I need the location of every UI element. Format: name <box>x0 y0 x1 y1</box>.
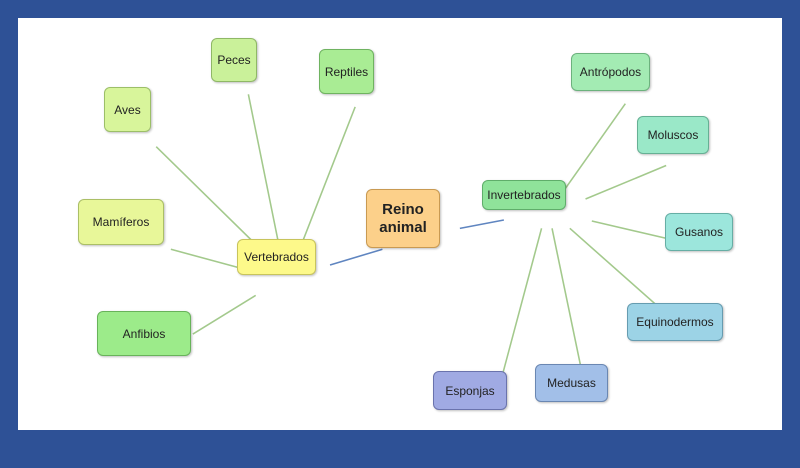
line-antropodos <box>558 103 626 198</box>
line-mamiferos <box>170 248 249 271</box>
line-center-invertebrados <box>459 219 505 230</box>
node-anfibios[interactable]: Anfibios <box>97 311 191 356</box>
node-gusanos[interactable]: Gusanos <box>665 213 733 251</box>
node-invertebrados[interactable]: Invertebrados <box>482 180 566 210</box>
node-equinodermos[interactable]: Equinodermos <box>627 303 723 341</box>
node-reino-animal[interactable]: Reino animal <box>366 189 440 248</box>
line-esponjas <box>495 228 543 398</box>
node-mamiferos[interactable]: Mamíferos <box>78 199 164 245</box>
line-center-vertebrados <box>329 248 383 266</box>
node-antropodos[interactable]: Antrópodos <box>571 53 650 91</box>
line-peces <box>247 94 283 260</box>
node-moluscos[interactable]: Moluscos <box>637 116 709 154</box>
node-peces[interactable]: Peces <box>211 38 257 82</box>
node-aves[interactable]: Aves <box>104 87 151 132</box>
node-vertebrados[interactable]: Vertebrados <box>237 239 316 275</box>
line-reptiles <box>294 106 356 261</box>
line-anfibios <box>192 294 257 335</box>
line-moluscos <box>585 164 667 200</box>
node-reptiles[interactable]: Reptiles <box>319 49 374 94</box>
node-esponjas[interactable]: Esponjas <box>433 371 507 410</box>
node-medusas[interactable]: Medusas <box>535 364 608 402</box>
line-medusas <box>551 228 587 390</box>
